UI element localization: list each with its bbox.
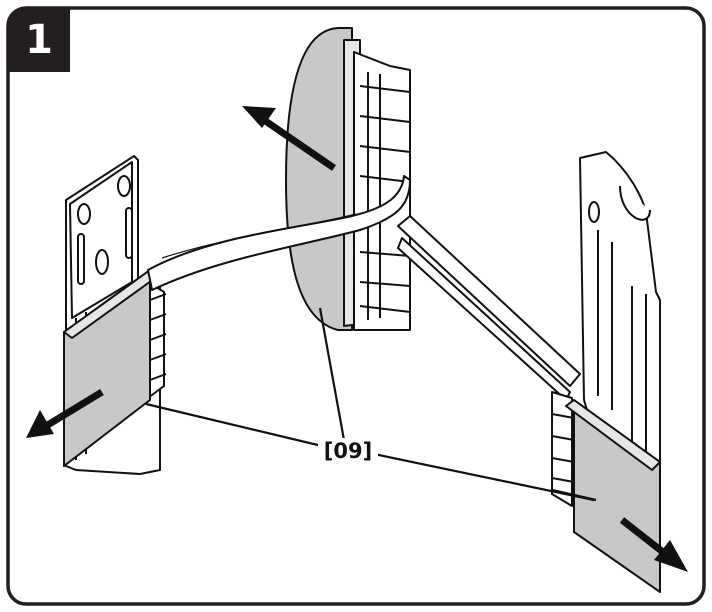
right-end-cap — [551, 391, 661, 593]
leader-lines — [145, 307, 597, 502]
ribbon-cable — [147, 175, 411, 291]
arrow-up-left-icon — [242, 106, 336, 171]
left-end-cap — [63, 269, 167, 467]
step-number: 1 — [25, 17, 53, 63]
center-disc — [285, 27, 411, 331]
step-number-badge: 1 — [8, 8, 70, 72]
part-callout-label: [09] — [318, 438, 378, 464]
arrow-down-left-icon — [26, 389, 104, 438]
arrow-down-right-icon — [619, 517, 688, 572]
